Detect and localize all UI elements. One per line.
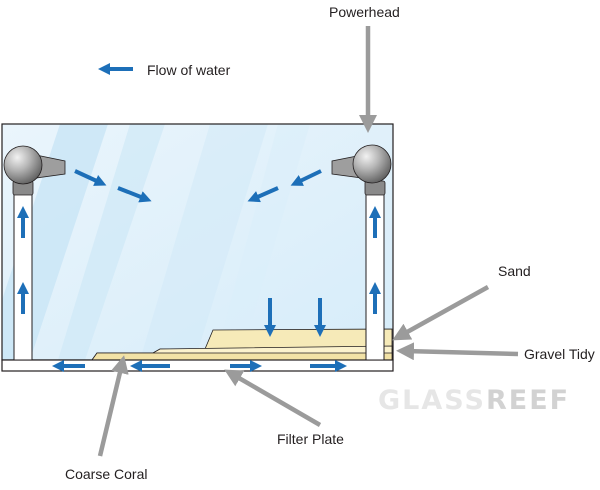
- filter-plate: [1, 359, 394, 372]
- sand-label: Sand: [498, 263, 531, 279]
- flow-arrow-icon: [247, 186, 279, 203]
- flow-arrow-icon: [74, 169, 107, 186]
- flow-of-water-label: Flow of water: [147, 62, 231, 78]
- flow-arrow-icon: [290, 169, 322, 186]
- glassreef-watermark-logo: GLASSREEF: [378, 386, 570, 416]
- powerhead-label: Powerhead: [329, 4, 400, 20]
- watermark-part-reef: REEF: [485, 385, 571, 416]
- coarse-coral-pointer-arrow-icon: [97, 355, 129, 457]
- coarse-coral-layer: [91, 352, 393, 361]
- coarse-coral-label: Coarse Coral: [65, 466, 148, 482]
- sand-pointer-arrow-icon: [392, 285, 490, 341]
- filter-plate-pointer-arrow-icon: [224, 369, 322, 427]
- gravel-tidy-pointer-arrow-icon: [396, 342, 519, 361]
- left-powerhead-icon: [3, 145, 66, 196]
- flow-arrow-icon: [117, 186, 152, 203]
- filter-plate-label: Filter Plate: [277, 431, 344, 447]
- right-powerhead-icon: [331, 144, 392, 196]
- glass-reflection-band: [58, 124, 165, 360]
- glass-reflection-band: [215, 124, 310, 360]
- watermark-part-glass: GLASS: [378, 385, 486, 416]
- gravel-tidy-label: Gravel Tidy: [524, 346, 595, 362]
- glass-reflection-band: [140, 124, 268, 360]
- aquarium-tank: [1, 123, 394, 361]
